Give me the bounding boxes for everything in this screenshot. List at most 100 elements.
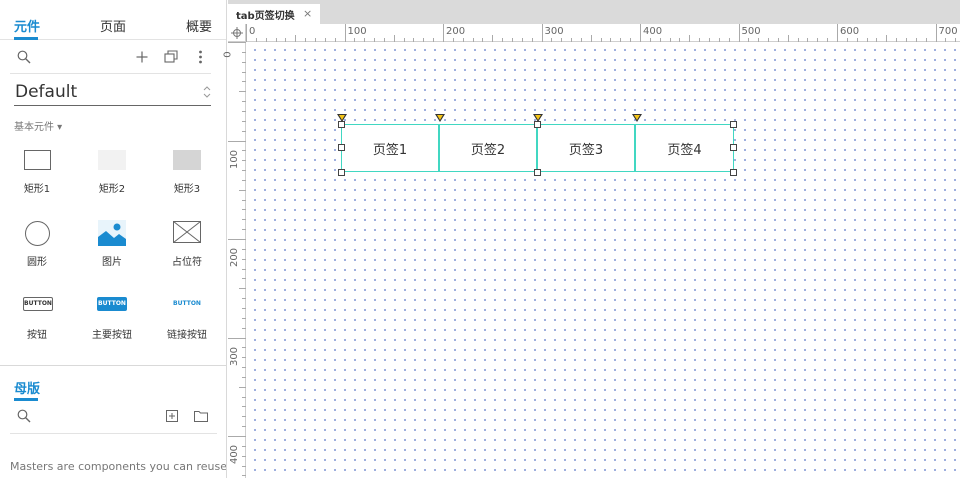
ruler-minor-tick	[354, 38, 356, 42]
tab-group-widget[interactable]: 页签1 页签2 页签3 页签4	[341, 124, 734, 172]
ruler-minor-tick	[817, 38, 819, 42]
resize-handle-bottom-middle[interactable]	[534, 169, 541, 176]
ruler-minor-tick	[708, 38, 710, 42]
section-label-basic[interactable]: 基本元件 ▾	[14, 122, 63, 133]
resize-handle-top-right[interactable]	[730, 121, 737, 128]
tab-cell-3[interactable]: 页签3	[538, 125, 636, 171]
resize-handle-bottom-left[interactable]	[338, 169, 345, 176]
ruler-minor-tick	[876, 38, 878, 42]
ruler-corner[interactable]	[228, 24, 246, 42]
tab-outline[interactable]: 概要	[186, 20, 213, 35]
widget-rectangle-3[interactable]: 矩形3	[152, 140, 222, 195]
tab-cell-1[interactable]: 页签1	[342, 125, 440, 171]
ruler-minor-tick	[242, 298, 246, 300]
ruler-minor-tick	[561, 38, 563, 42]
ruler-minor-tick	[905, 38, 907, 42]
ruler-minor-tick	[242, 416, 246, 418]
ruler-minor-tick	[242, 376, 246, 378]
more-icon[interactable]	[198, 50, 203, 64]
ruler-minor-tick	[239, 91, 246, 93]
ruler-label: 600	[840, 26, 860, 37]
copy-icon[interactable]	[164, 50, 178, 63]
widget-rectangle-2[interactable]: 矩形2	[77, 140, 147, 195]
resize-handle-bottom-right[interactable]	[730, 169, 737, 176]
tab-cell-2[interactable]: 页签2	[440, 125, 538, 171]
widget-circle[interactable]: 圆形	[2, 213, 72, 268]
widget-label: 链接按钮	[167, 330, 207, 341]
ruler-minor-tick	[242, 229, 246, 231]
ruler-major-tick	[837, 24, 838, 42]
ruler-major-tick	[935, 24, 937, 42]
add-master-icon[interactable]	[166, 410, 178, 422]
library-select[interactable]: Default	[14, 80, 211, 106]
ruler-minor-tick	[242, 160, 246, 162]
add-icon[interactable]	[136, 51, 148, 63]
ruler-minor-tick	[728, 38, 730, 42]
ruler-minor-tick	[324, 38, 326, 42]
design-canvas[interactable]	[247, 43, 960, 478]
toolbar-divider	[10, 73, 211, 74]
ruler-minor-tick	[383, 38, 385, 42]
tab-widgets[interactable]: 元件	[14, 20, 41, 35]
library-select-value: Default	[15, 82, 78, 102]
widget-image[interactable]: 图片	[77, 213, 147, 268]
close-icon[interactable]: ×	[303, 7, 313, 20]
widget-rectangle-1[interactable]: 矩形1	[2, 140, 72, 195]
ruler-label: 400	[229, 444, 241, 465]
resize-handle-middle-right[interactable]	[730, 144, 737, 151]
ruler-major-tick	[228, 42, 246, 43]
ruler-minor-tick	[620, 38, 622, 42]
ruler-minor-tick	[242, 101, 246, 103]
folder-icon[interactable]	[194, 410, 208, 422]
ruler-minor-tick	[334, 38, 336, 42]
widget-primary-button[interactable]: BUTTON 主要按钮	[77, 286, 147, 341]
widget-link-button[interactable]: BUTTON 链接按钮	[152, 286, 222, 341]
widget-label: 占位符	[172, 257, 202, 268]
ruler-minor-tick	[551, 38, 553, 42]
widget-button[interactable]: BUTTON 按钮	[2, 286, 72, 341]
resize-handle-top-middle[interactable]	[534, 121, 541, 128]
ruler-label: 700	[938, 26, 958, 37]
ruler-minor-tick	[242, 367, 246, 369]
ruler-minor-tick	[295, 35, 297, 42]
ruler-minor-tick	[955, 38, 957, 42]
interaction-marker-icon[interactable]	[632, 114, 642, 122]
tab-pages[interactable]: 页面	[100, 20, 127, 35]
ruler-minor-tick	[748, 38, 750, 42]
ruler-minor-tick	[242, 81, 246, 83]
ruler-minor-tick	[758, 38, 760, 42]
document-tab[interactable]: tab页签切换 ×	[228, 4, 320, 24]
widget-label: 圆形	[27, 257, 47, 268]
ruler-minor-tick	[242, 199, 246, 201]
search-icon[interactable]	[17, 50, 31, 64]
ruler-minor-tick	[255, 38, 257, 42]
ruler-minor-tick	[242, 268, 246, 270]
ruler-minor-tick	[242, 455, 246, 457]
interaction-marker-icon[interactable]	[435, 114, 445, 122]
resize-handle-middle-left[interactable]	[338, 144, 345, 151]
ruler-minor-tick	[239, 189, 246, 191]
ruler-minor-tick	[718, 38, 720, 42]
widget-label: 矩形3	[173, 184, 201, 195]
ruler-minor-tick	[787, 35, 789, 42]
search-icon[interactable]	[17, 409, 31, 423]
ruler-minor-tick	[630, 38, 632, 42]
ruler-minor-tick	[521, 38, 523, 42]
ruler-minor-tick	[242, 396, 246, 398]
tab-cell-4[interactable]: 页签4	[667, 142, 702, 158]
masters-title[interactable]: 母版	[14, 382, 41, 397]
interaction-marker-icon[interactable]	[337, 114, 347, 122]
rectangle-gray-icon	[173, 150, 201, 170]
circle-icon	[25, 221, 50, 246]
ruler-minor-tick	[571, 38, 573, 42]
crosshair-icon	[231, 27, 243, 39]
resize-handle-top-left[interactable]	[338, 121, 345, 128]
interaction-marker-icon[interactable]	[533, 114, 543, 122]
ruler-minor-tick	[242, 110, 246, 112]
ruler-label: 0	[222, 51, 234, 58]
ruler-minor-tick	[242, 327, 246, 329]
widget-placeholder[interactable]: 占位符	[152, 213, 222, 268]
ruler-minor-tick	[590, 35, 592, 42]
